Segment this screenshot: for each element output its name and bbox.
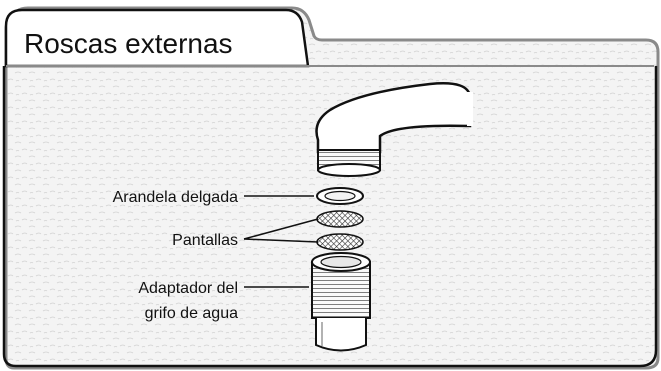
screens-leader-line-bottom (243, 238, 319, 243)
label-adapter-line2: grifo de agua (145, 305, 239, 322)
label-thin-washer: Arandela delgada (113, 189, 239, 206)
title-tab (4, 8, 310, 68)
panel-inner-border (2, 66, 658, 368)
faucet-adapter-icon (311, 252, 371, 352)
screens-leader-line-top (243, 218, 319, 240)
screen-bottom-icon (316, 233, 364, 251)
faucet-spout-icon (315, 82, 473, 177)
screen-top-icon (316, 210, 364, 228)
label-screens: Pantallas (172, 232, 238, 249)
label-adapter-line1: Adaptador del (138, 280, 238, 297)
thin-washer-icon (316, 187, 364, 205)
page-title: Roscas externas (24, 28, 233, 59)
